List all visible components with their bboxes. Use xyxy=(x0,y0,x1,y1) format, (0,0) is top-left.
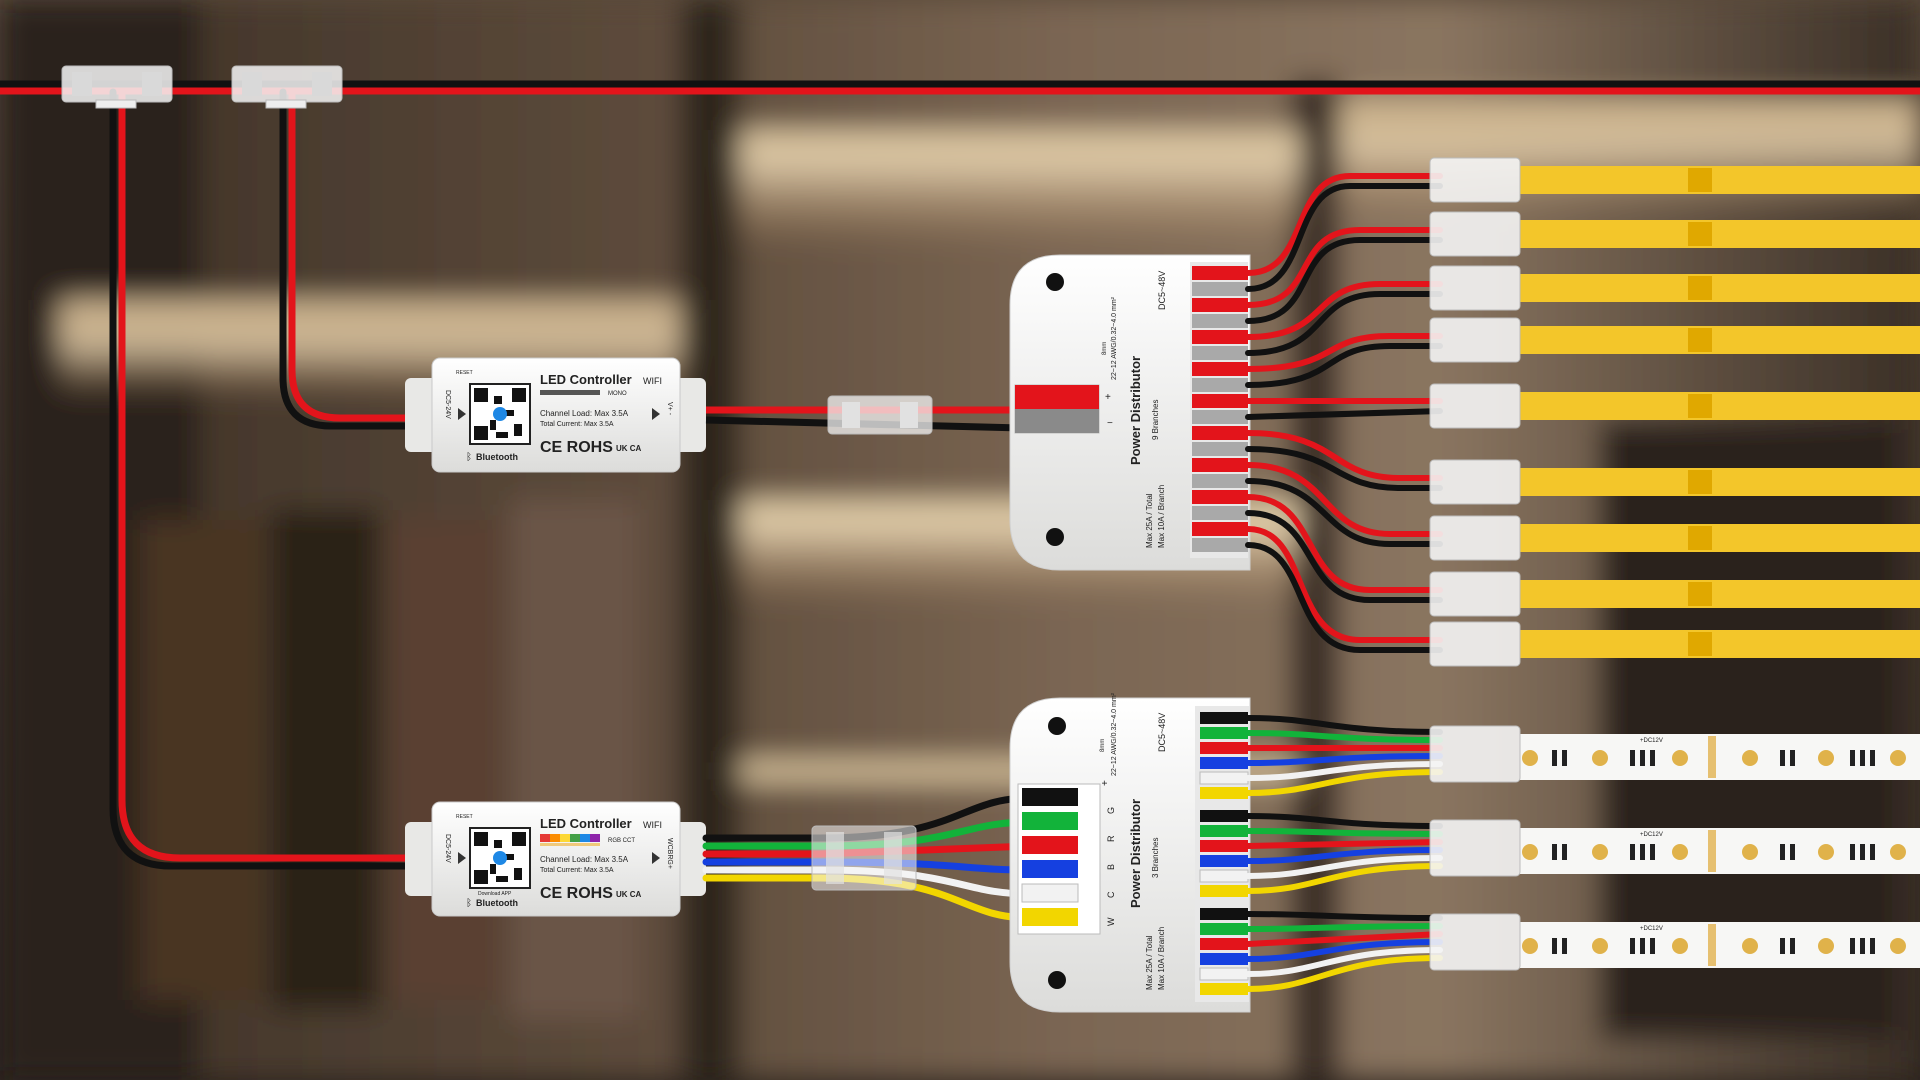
cob-strip xyxy=(1429,515,1920,561)
controller-rgbcct-subtitle: RGB CCT xyxy=(608,838,635,844)
cob-strip xyxy=(1429,157,1920,203)
mono-branch-wires xyxy=(1245,173,1443,653)
controller-rgbcct-side: DC5-24V xyxy=(444,834,451,863)
inline-connector-mono xyxy=(827,395,933,435)
pin-label-g: G xyxy=(1106,807,1116,814)
rgbcct-strip: +DC12V xyxy=(1429,913,1920,971)
cob-strip xyxy=(1429,211,1920,257)
distributor-mono-rating: Max 25A / Total xyxy=(1145,493,1154,548)
play-arrow-icon xyxy=(652,852,660,864)
t-connector-left xyxy=(61,65,173,109)
cob-strip xyxy=(1429,265,1920,311)
power-distributor-mono: Power Distributor DC5~48V 9 Branches Max… xyxy=(1009,254,1251,571)
led-controller-rgbcct: LED Controller WIFI RGB CCT RESET Channe… xyxy=(405,801,706,917)
cob-strip xyxy=(1429,571,1920,617)
cob-strips xyxy=(1429,157,1920,667)
inline-connector-rgbcct xyxy=(811,825,917,891)
qr-pattern xyxy=(474,832,526,884)
pin-label-c: C xyxy=(1106,891,1116,898)
controller-rgbcct-reset: RESET xyxy=(456,814,473,820)
controller-mono-cert: CE ROHS xyxy=(540,439,613,456)
controller-rgbcct-out: WCBRG+ xyxy=(666,838,673,869)
distributor-mono-branches: 9 Branches xyxy=(1151,400,1160,440)
power-distributor-rgbcct: + G R B C W Power Distributor DC5~48V 3 … xyxy=(1009,692,1251,1013)
plus-symbol: + xyxy=(1105,392,1111,403)
cob-strip xyxy=(1429,383,1920,429)
controller-mono-title: LED Controller xyxy=(540,372,632,387)
terminal-bank-rgbcct xyxy=(1199,712,1249,995)
distributor-rgbcct-rating2: Max 10A / Branch xyxy=(1157,927,1166,990)
controller-rgbcct-current: Total Current: Max 3.5A xyxy=(540,867,614,874)
rgbcct-branch-wires xyxy=(1245,715,1443,992)
controller-mono-ukca: UK CA xyxy=(616,444,642,453)
drop-wires xyxy=(109,88,414,870)
controller-rgbcct-load: Channel Load: Max 3.5A xyxy=(540,855,629,864)
cob-strip xyxy=(1429,317,1920,363)
distributor-mono-wire: 22~12 AWG/0.32~4.0 mm² xyxy=(1111,296,1118,380)
controller-mono-bt: Bluetooth xyxy=(476,452,518,462)
distributor-rgbcct-branches: 3 Branches xyxy=(1151,838,1160,878)
rainbow-bar xyxy=(540,834,600,846)
controller-mono-out: V+ - xyxy=(666,402,673,416)
distributor-rgbcct-wire: 22~12 AWG/0.32~4.0 mm² xyxy=(1111,692,1118,776)
bluetooth-icon: ᛒ xyxy=(466,452,472,463)
t-connector-right xyxy=(231,65,343,109)
pin-label-r: R xyxy=(1106,835,1116,842)
play-arrow-icon xyxy=(652,408,660,420)
rgbcct-strips: +DC12V +DC12V +DC12V xyxy=(1429,725,1920,971)
play-arrow-icon xyxy=(458,852,466,864)
play-arrow-icon xyxy=(458,408,466,420)
bluetooth-icon: ᛒ xyxy=(466,898,472,909)
qr-pattern xyxy=(474,388,526,440)
controller-rgbcct-download: Download APP xyxy=(478,891,512,897)
cob-strip xyxy=(1429,621,1920,667)
controller-rgbcct-wifi: WIFI xyxy=(643,820,662,830)
controller-mono-side: DC5-24V xyxy=(444,390,451,419)
controller-rgbcct-ukca: UK CA xyxy=(616,890,642,899)
strip-marking: +DC12V xyxy=(1640,832,1663,838)
pin-label-b: B xyxy=(1106,864,1116,870)
controller-rgbcct-title: LED Controller xyxy=(540,816,632,831)
distributor-mono-name: Power Distributor xyxy=(1128,356,1143,465)
led-controller-mono: LED Controller WIFI MONO RESET Channel L… xyxy=(405,357,706,473)
rgbcct-strip: +DC12V xyxy=(1429,819,1920,877)
cob-strip xyxy=(1429,459,1920,505)
controller-mono-current: Total Current: Max 3.5A xyxy=(540,421,614,428)
strip-marking: +DC12V xyxy=(1640,926,1663,932)
rgbcct-strip: +DC12V xyxy=(1429,725,1920,783)
controller-mono-subtitle: MONO xyxy=(608,391,627,397)
distributor-rgbcct-strip: 8mm xyxy=(1100,739,1106,752)
distributor-mono-voltage: DC5~48V xyxy=(1157,271,1167,310)
pin-label-w: W xyxy=(1106,917,1116,926)
controller-rgbcct-cert: CE ROHS xyxy=(540,885,613,902)
distributor-rgbcct-rating: Max 25A / Total xyxy=(1145,935,1154,990)
controller-rgbcct-bt: Bluetooth xyxy=(476,898,518,908)
pin-label-plus: + xyxy=(1100,780,1111,786)
distributor-rgbcct-voltage: DC5~48V xyxy=(1157,713,1167,752)
distributor-mono-strip: 8mm xyxy=(1102,342,1108,355)
controller-mono-wifi: WIFI xyxy=(643,376,662,386)
terminal-bank-mono xyxy=(1192,266,1248,552)
controller-mono-load: Channel Load: Max 3.5A xyxy=(540,409,629,418)
minus-symbol: − xyxy=(1107,418,1113,429)
mono-gradient-bar xyxy=(540,390,600,395)
strip-marking: +DC12V xyxy=(1640,738,1663,744)
distributor-rgbcct-name: Power Distributor xyxy=(1128,799,1143,908)
controller-mono-reset: RESET xyxy=(456,370,473,376)
distributor-mono-rating2: Max 10A / Branch xyxy=(1157,485,1166,548)
